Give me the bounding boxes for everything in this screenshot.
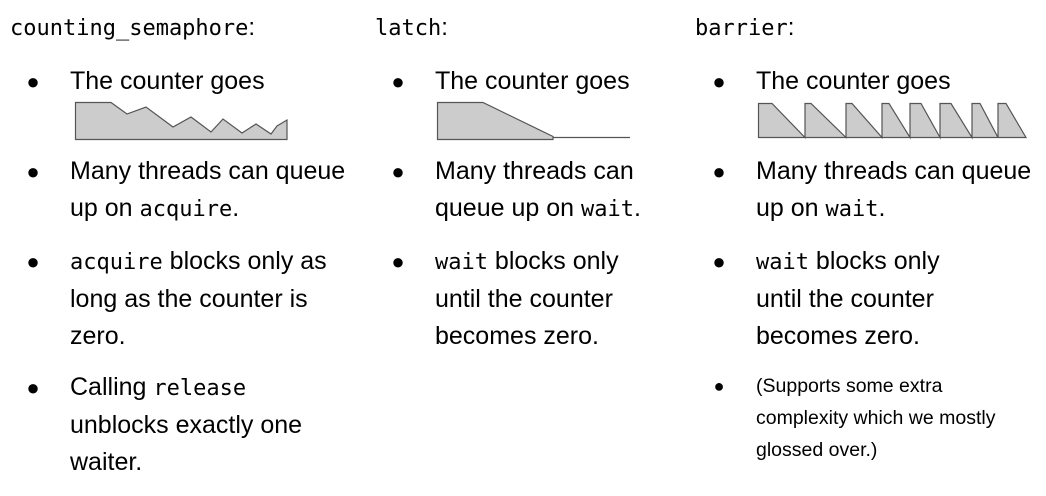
bullet-dot: ●	[26, 159, 40, 184]
bullet-text: blocks only until the counter becomes ze…	[435, 247, 619, 350]
bullet-code: wait	[825, 197, 879, 222]
bullet-dot: ●	[712, 249, 726, 274]
bullet-text-end: unblocks exactly one waiter.	[70, 411, 303, 476]
heading-code: latch	[375, 16, 442, 41]
bullet-counter-goes: ● The counter goes	[391, 63, 685, 100]
bullet-text: (Supports some extra complexity which we…	[756, 375, 996, 461]
bullet-dot: ●	[26, 249, 40, 274]
bullet-text-end: .	[633, 194, 641, 222]
bullet-queue-acquire: ● Many threads can queue up on acquire.	[26, 153, 350, 228]
bullet-wait-blocks: ● wait blocks only until the counter bec…	[712, 243, 986, 355]
bullet-counter-goes: ● The counter goes	[26, 63, 350, 100]
bullet-dot: ●	[391, 249, 405, 274]
bullet-queue-wait: ● Many threads can queue up on wait.	[391, 153, 685, 228]
heading-colon: :	[441, 14, 448, 41]
bullet-text-end: .	[232, 194, 240, 222]
bullet-text: The counter goes	[70, 67, 265, 95]
bullet-code: acquire	[70, 250, 163, 275]
heading-code: barrier	[695, 16, 788, 41]
counter-graph-shape	[436, 101, 554, 141]
bullet-code: wait	[580, 197, 634, 222]
heading-colon: :	[787, 14, 795, 41]
bullet-extra-complexity: ● (Supports some extra complexity which …	[714, 370, 996, 466]
column-heading: counting_semaphore:	[10, 13, 255, 44]
bullet-code: acquire	[139, 197, 233, 222]
bullet-dot: ●	[26, 375, 40, 400]
bullet-code: wait	[435, 250, 488, 275]
bullet-dot: ●	[26, 69, 40, 94]
bullet-text: Many threads can queue up on	[435, 157, 634, 222]
bullet-code: wait	[756, 250, 809, 275]
bullet-text: Many threads can queue up on	[756, 157, 1032, 222]
bullet-dot: ●	[712, 159, 726, 184]
bullet-code: release	[153, 376, 247, 401]
bullet-text: The counter goes	[756, 67, 951, 95]
bullet-dot: ●	[713, 376, 725, 396]
bullet-queue-wait: ● Many threads can queue up on wait.	[712, 153, 1036, 228]
column-barrier: barrier: ● The counter goes ● Many threa…	[685, 0, 1046, 496]
counter-graph-shape	[74, 101, 288, 141]
bullet-release: ● Calling release unblocks exactly one w…	[26, 369, 340, 481]
bullet-text: blocks only as long as the counter is ze…	[70, 247, 327, 350]
bullet-text-end: .	[878, 194, 886, 222]
counter-sawtooth-graph	[757, 102, 1028, 140]
counter-graph-shape	[757, 102, 1028, 140]
counter-decreasing-graph	[436, 101, 630, 141]
bullet-dot: ●	[712, 69, 726, 94]
column-heading: latch:	[375, 13, 448, 44]
heading-code: counting_semaphore	[10, 16, 249, 41]
bullet-dot: ●	[391, 159, 405, 184]
column-latch: latch: ● The counter goes ● Many threads…	[365, 0, 685, 496]
bullet-text: blocks only until the counter becomes ze…	[756, 247, 940, 350]
heading-colon: :	[248, 14, 256, 41]
bullet-text: Many threads can queue up on	[70, 157, 346, 222]
bullet-acquire-blocks: ● acquire blocks only as long as the cou…	[26, 243, 360, 355]
bullet-text: The counter goes	[435, 67, 630, 95]
column-counting-semaphore: counting_semaphore: ● The counter goes ●…	[0, 0, 360, 496]
bullet-wait-blocks: ● wait blocks only until the counter bec…	[391, 243, 665, 355]
counter-wave-graph	[74, 101, 288, 141]
bullet-counter-goes: ● The counter goes	[712, 63, 1036, 100]
column-heading: barrier:	[695, 13, 794, 44]
bullet-dot: ●	[391, 69, 405, 94]
bullet-text: Calling	[70, 373, 154, 401]
